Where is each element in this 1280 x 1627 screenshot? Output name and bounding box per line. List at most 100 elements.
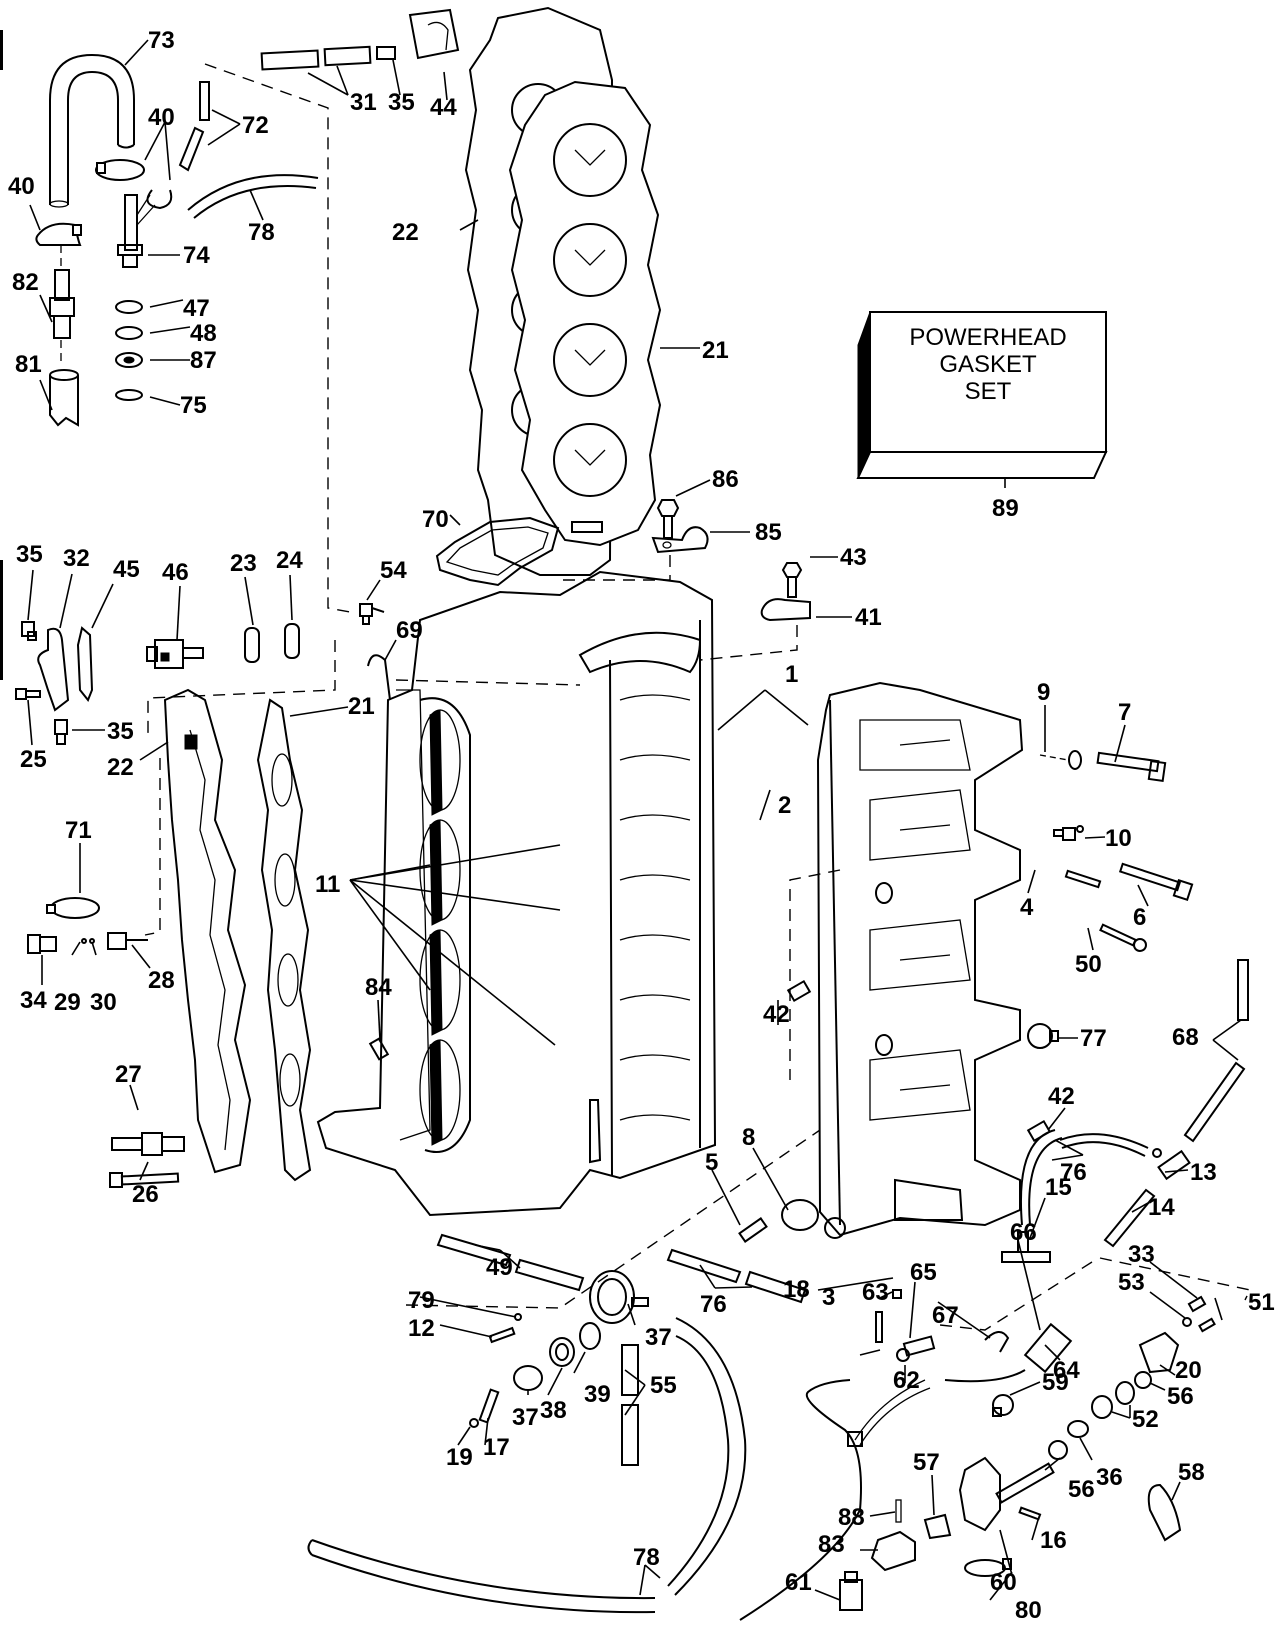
- callout-63: 63: [862, 1279, 889, 1306]
- part-screw-7: [1096, 751, 1167, 783]
- callout-4: 4: [1020, 894, 1034, 921]
- part-screw-16: [1018, 1506, 1042, 1521]
- callout-46: 46: [162, 559, 189, 586]
- dashed-leader: [147, 640, 336, 740]
- dashed-leader: [204, 63, 351, 613]
- part-seals-38-39: [549, 1322, 601, 1367]
- part-sender-28-29-30: [81, 932, 148, 950]
- callout-1: 1: [785, 661, 798, 688]
- callout-34: 34: [20, 987, 47, 1014]
- part-head-gasket-21: [508, 80, 662, 547]
- part-hose-73: [49, 53, 135, 208]
- part-bolt-6: [1118, 862, 1194, 902]
- part-spring-88: [895, 1499, 902, 1523]
- callout-42: 42: [763, 1001, 790, 1028]
- part-pin-17-nut-19: [469, 1388, 500, 1428]
- callout-51: 51: [1248, 1289, 1275, 1316]
- part-clamp-40: [95, 159, 173, 210]
- callout-77: 77: [1080, 1025, 1107, 1052]
- dashed-leader: [939, 1257, 1252, 1331]
- part-clamp-85: [651, 526, 709, 554]
- part-cover-32: [37, 627, 70, 712]
- callout-7: 7: [1118, 699, 1131, 726]
- part-gasket-45: [76, 626, 94, 702]
- callout-68: 68: [1172, 1024, 1199, 1051]
- part-fitting-54: [359, 603, 385, 625]
- callout-74: 74: [183, 242, 210, 269]
- part-hoses-49: [436, 1233, 585, 1292]
- part-washers-56-52-36: [1048, 1371, 1152, 1460]
- part-holder-83: [870, 1530, 916, 1572]
- callout-24: 24: [276, 547, 303, 574]
- part-valve-46: [146, 639, 204, 669]
- callout-71: 71: [65, 817, 92, 844]
- callout-56-b: 56: [1068, 1476, 1095, 1503]
- part-washer-9: [1039, 750, 1082, 770]
- callout-47: 47: [183, 295, 210, 322]
- callout-73: 73: [148, 27, 175, 54]
- part-crankcase: [816, 681, 1024, 1239]
- part-washer-8: [781, 1199, 819, 1231]
- callout-60: 60: [990, 1569, 1017, 1596]
- callout-61: 61: [785, 1569, 812, 1596]
- callout-37: 37: [645, 1324, 672, 1351]
- part-plug-34: [27, 934, 57, 954]
- callout-23: 23: [230, 550, 257, 577]
- callout-36: 36: [1096, 1464, 1123, 1491]
- callout-41: 41: [855, 604, 882, 631]
- part-sensor-64-66: [944, 1322, 1073, 1383]
- callout-49: 49: [486, 1254, 513, 1281]
- part-hoses-72: [178, 81, 210, 172]
- part-fitting-74: [117, 194, 156, 268]
- part-cap-20: [1138, 1331, 1180, 1374]
- callout-2: 2: [778, 792, 791, 819]
- part-bolt-25: [15, 688, 41, 700]
- callout-56: 56: [1167, 1383, 1194, 1410]
- callout-6: 6: [1133, 904, 1146, 931]
- callout-53: 53: [1118, 1269, 1145, 1296]
- part-bolt-43: [781, 562, 803, 598]
- dashed-leader: [560, 555, 671, 581]
- part-dowel-4: [1064, 869, 1102, 889]
- callout-82: 82: [12, 269, 39, 296]
- callout-66: 66: [1010, 1219, 1037, 1246]
- callout-75: 75: [180, 392, 207, 419]
- callout-54: 54: [380, 557, 407, 584]
- part-valve-77: [1027, 1023, 1059, 1049]
- dashed-leader: [144, 758, 161, 936]
- part-hose-78-top: [187, 174, 319, 219]
- callout-67: 67: [932, 1302, 959, 1329]
- powerhead-gasket-set-box: [856, 311, 1108, 488]
- callout-15: 15: [1045, 1174, 1072, 1201]
- part-seal-24: [284, 623, 300, 659]
- part-hose-14: [1103, 1188, 1156, 1248]
- part-cylinder-head-22-side: [163, 688, 252, 1174]
- callout-83: 83: [818, 1531, 845, 1558]
- part-switch-61: [839, 1571, 863, 1611]
- callout-17: 17: [483, 1434, 510, 1461]
- callout-21-b: 21: [348, 693, 375, 720]
- callout-38: 38: [540, 1397, 567, 1424]
- callout-9: 9: [1037, 679, 1050, 706]
- part-tubes-31: [260, 45, 396, 71]
- part-clamp-41: [760, 598, 811, 622]
- callout-8: 8: [742, 1124, 755, 1151]
- part-hoses-76-right: [1020, 1129, 1149, 1226]
- callout-40: 40: [148, 104, 175, 131]
- callout-3: 3: [822, 1284, 835, 1311]
- kit-box-line-3: SET: [965, 378, 1012, 405]
- callout-16: 16: [1040, 1527, 1067, 1554]
- part-fitting-82: [49, 245, 75, 365]
- callout-35: 35: [388, 89, 415, 116]
- callout-45: 45: [113, 556, 140, 583]
- dashed-leader: [789, 869, 841, 1080]
- part-cylinder-block-1: [316, 570, 717, 1217]
- part-fittings-33-53-51: [1182, 1295, 1216, 1333]
- part-clip-67: [984, 1331, 1010, 1353]
- callout-30: 30: [90, 989, 117, 1016]
- callout-62: 62: [893, 1367, 920, 1394]
- callout-5: 5: [705, 1149, 718, 1176]
- part-tee-13: [1152, 1148, 1191, 1181]
- part-impeller-37: [513, 1365, 543, 1391]
- part-cover-44: [408, 8, 460, 60]
